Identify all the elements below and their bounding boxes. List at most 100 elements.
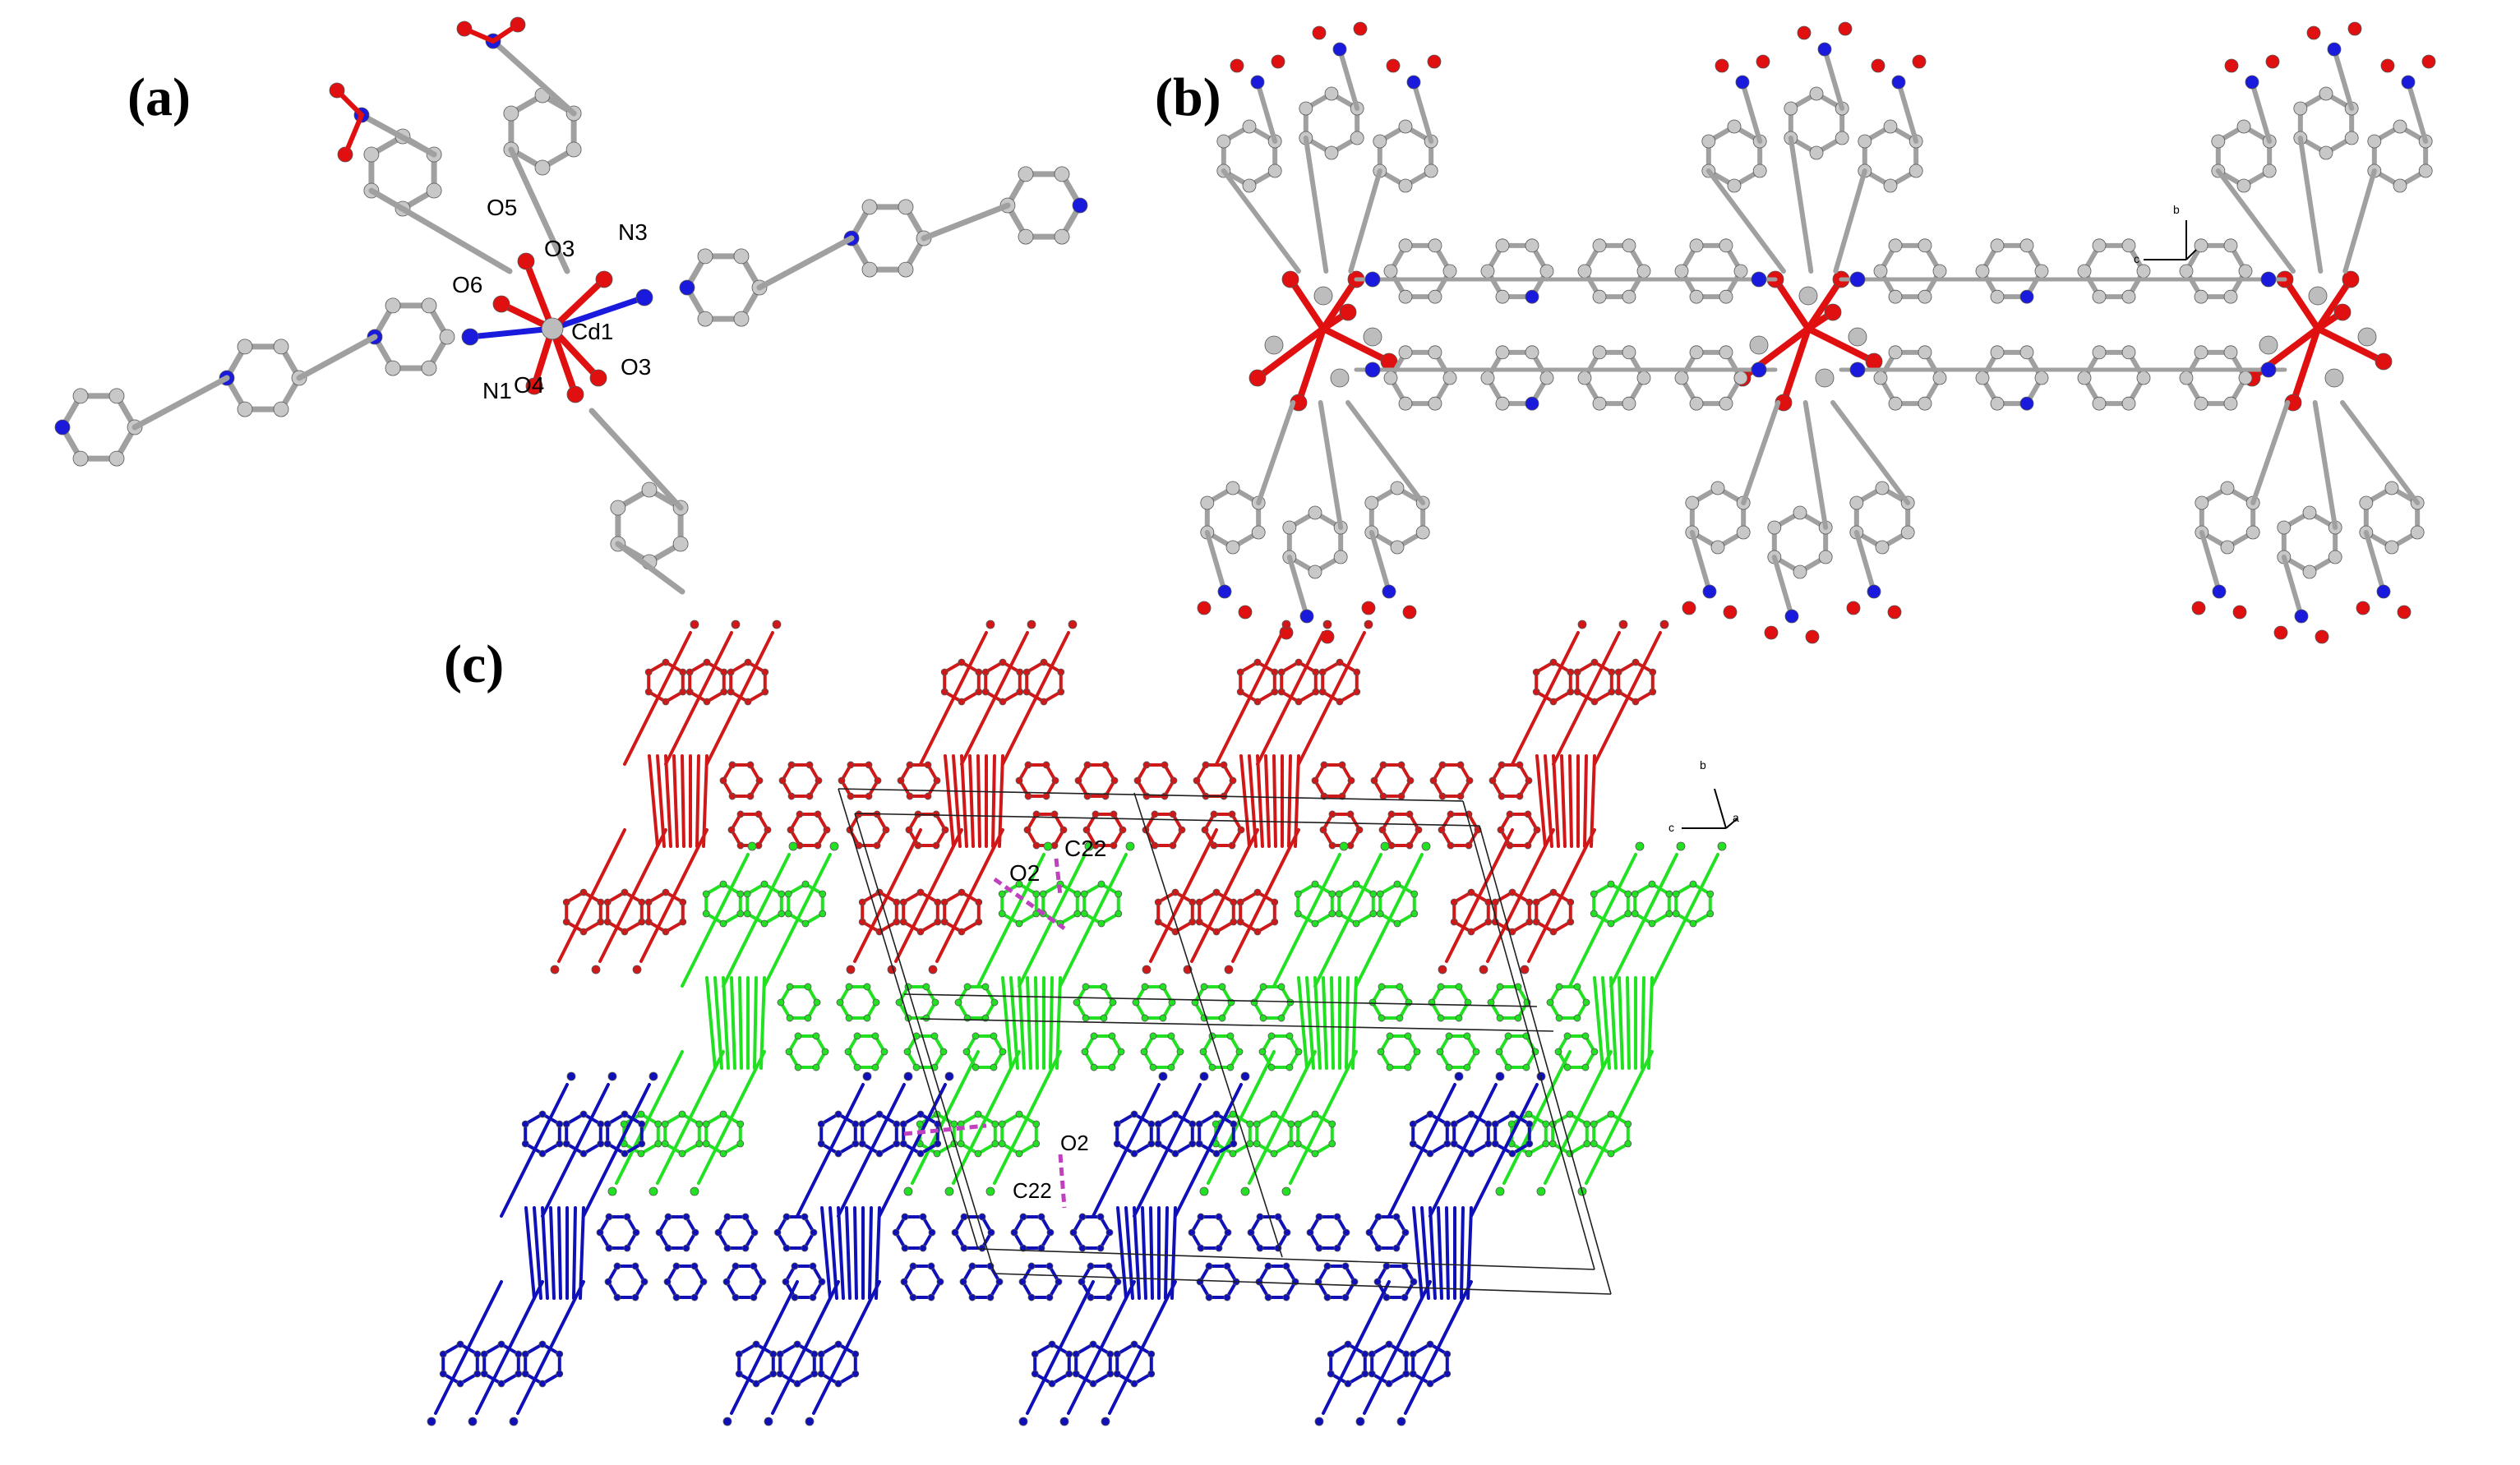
atom — [456, 1380, 464, 1388]
atom — [662, 698, 670, 706]
atom — [2179, 371, 2194, 385]
atom — [1147, 1370, 1156, 1378]
atom — [784, 910, 792, 918]
atom — [1582, 998, 1590, 1007]
atom — [1577, 371, 1592, 385]
atom — [1277, 688, 1285, 696]
atom — [1438, 826, 1446, 834]
atom — [817, 1140, 825, 1148]
atom — [1238, 605, 1253, 620]
atom — [1409, 1370, 1417, 1378]
atom — [1105, 1262, 1113, 1270]
atom — [1883, 178, 1898, 193]
atom — [702, 910, 710, 918]
bond — [549, 325, 579, 398]
atom — [1171, 888, 1179, 896]
atom — [1253, 658, 1262, 666]
atom — [1406, 776, 1415, 785]
bond — [695, 754, 700, 848]
atom — [773, 1228, 782, 1237]
bond — [1141, 1206, 1147, 1300]
atom — [986, 1293, 995, 1301]
atom — [1045, 1293, 1054, 1301]
atom — [685, 668, 694, 676]
atom — [1312, 688, 1320, 696]
atom — [914, 841, 922, 850]
atom — [1706, 910, 1715, 918]
atom — [1479, 965, 1488, 974]
atom — [1364, 362, 1381, 378]
atom — [1248, 369, 1267, 387]
atom — [1113, 1370, 1121, 1378]
atom — [702, 1140, 710, 1148]
bond — [557, 1206, 562, 1300]
atom — [2393, 178, 2407, 193]
atom — [1409, 1120, 1417, 1128]
bond — [1170, 1206, 1177, 1300]
bond — [1264, 754, 1271, 848]
atom — [1315, 1213, 1323, 1221]
cell-edge — [1462, 800, 1595, 1270]
atom — [1246, 1120, 1254, 1128]
atom — [1054, 228, 1070, 245]
atom — [1096, 1213, 1105, 1221]
atom — [1577, 620, 1587, 629]
hbond-top-vertical — [1054, 858, 1063, 896]
atom — [720, 668, 728, 676]
bond — [549, 325, 602, 381]
atom — [1525, 1110, 1533, 1118]
atom — [1188, 1140, 1197, 1148]
atom — [1015, 880, 1023, 888]
atom — [1237, 826, 1245, 834]
atom — [1226, 1032, 1235, 1040]
atom — [2136, 264, 2151, 279]
atom — [1631, 890, 1639, 898]
atom — [959, 1278, 967, 1286]
atom — [875, 1110, 884, 1118]
atom — [1353, 688, 1361, 696]
atom — [1374, 1244, 1382, 1252]
atom — [1442, 371, 1457, 385]
atom — [2092, 238, 2107, 253]
atom — [1218, 1014, 1226, 1022]
atom — [497, 1340, 505, 1348]
atom — [1082, 826, 1091, 834]
atom — [1888, 345, 1903, 360]
atom — [944, 1071, 954, 1081]
atom — [810, 1228, 818, 1237]
atom — [727, 826, 736, 834]
atom — [1210, 810, 1218, 818]
atom — [1141, 983, 1149, 991]
cell-edge — [838, 788, 1464, 802]
atom — [1250, 75, 1265, 90]
cd-coordination-unit — [54, 16, 1088, 595]
atom — [1533, 826, 1541, 834]
bond — [713, 976, 723, 1070]
atom — [1055, 1278, 1063, 1286]
atom — [727, 668, 735, 676]
atom — [2333, 303, 2352, 321]
atom — [1228, 841, 1236, 850]
atom — [1016, 668, 1024, 676]
atom — [1212, 888, 1221, 896]
atom — [1396, 1014, 1404, 1022]
atom — [1031, 1350, 1039, 1358]
atom — [999, 698, 1007, 706]
bond — [1001, 976, 1013, 1070]
atom — [1327, 1350, 1335, 1358]
atom — [1846, 601, 1861, 615]
atom — [1151, 810, 1159, 818]
atom — [1191, 998, 1199, 1007]
atom — [1480, 264, 1495, 279]
atom — [903, 1186, 913, 1196]
bond — [759, 976, 766, 1070]
atom — [991, 1140, 999, 1148]
atom — [1220, 761, 1228, 769]
atom — [1151, 841, 1159, 850]
atom — [972, 1063, 980, 1071]
atom — [1410, 890, 1419, 898]
bond — [2332, 47, 2355, 111]
atom — [1224, 1228, 1232, 1237]
atom — [1109, 998, 1117, 1007]
